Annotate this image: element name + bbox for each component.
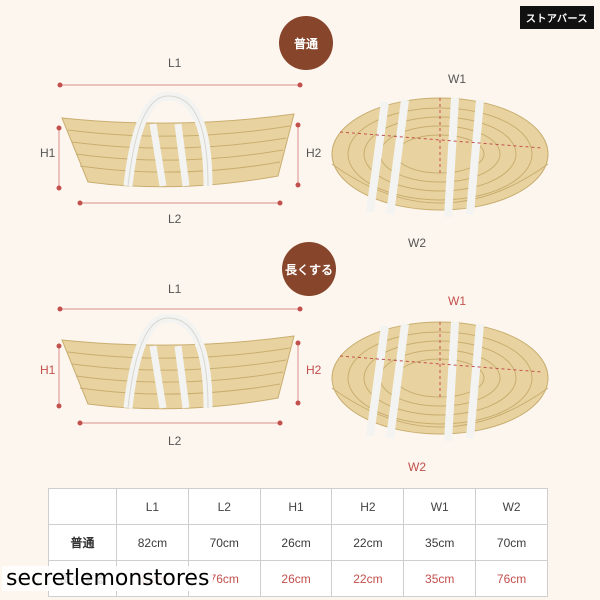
label-l1-normal: L1 (168, 56, 182, 70)
table-cell: 70cm (475, 524, 548, 561)
dim-line-h2-normal (295, 122, 301, 188)
dim-line-h1-long (56, 343, 62, 409)
label-l2-long: L2 (168, 434, 182, 448)
basket-top-image (331, 97, 549, 218)
table-header-cell: H1 (259, 488, 333, 525)
label-w2-normal: W2 (408, 236, 426, 250)
table-header-cell: W1 (403, 488, 477, 525)
dim-line-l2-long (77, 420, 283, 426)
label-l1-long: L1 (168, 282, 182, 296)
table-row: 普通 82cm 70cm 26cm 22cm 35cm 70cm (48, 524, 548, 561)
label-l2-normal: L2 (168, 212, 182, 226)
label-w2-long: W2 (408, 460, 426, 474)
dim-line-h2-long (295, 340, 301, 406)
table-header-cell: W2 (475, 488, 548, 525)
table-row-label: 普通 (48, 524, 117, 561)
table-cell: 26cm (259, 524, 333, 561)
table-cell: 22cm (331, 560, 405, 597)
table-cell: 82cm (116, 524, 189, 561)
basket-top-image-long (331, 321, 549, 442)
table-cell: 70cm (187, 524, 261, 561)
basket-side-image-long (61, 313, 295, 410)
label-h2-long: H2 (306, 363, 322, 377)
table-cell: 35cm (403, 524, 477, 561)
table-cell: 22cm (331, 524, 405, 561)
table-cell: 76cm (475, 560, 548, 597)
table-cell: 35cm (403, 560, 477, 597)
dim-line-h1-normal (56, 125, 62, 191)
dim-line-l1-normal (57, 82, 303, 88)
table-cell: 26cm (259, 560, 333, 597)
table-header-cell: H2 (331, 488, 405, 525)
table-header-cell (48, 488, 117, 525)
basket-side-image (61, 91, 295, 188)
table-header-cell: L1 (116, 488, 189, 525)
label-w1-normal: W1 (448, 72, 466, 86)
label-h2-normal: H2 (306, 146, 322, 160)
badge-normal: 普通 (279, 16, 333, 70)
label-w1-long: W1 (448, 294, 466, 308)
watermark-text: secretlemonstores (2, 566, 214, 591)
dim-line-l1-long (57, 306, 303, 312)
label-h1-long: H1 (40, 363, 56, 377)
label-h1-normal: H1 (40, 146, 56, 160)
table-header-cell: L2 (187, 488, 261, 525)
dim-line-l2-normal (77, 200, 283, 206)
table-header-row: L1 L2 H1 H2 W1 W2 (48, 488, 548, 525)
store-tag: ストアバース (519, 6, 594, 29)
badge-long: 長くする (282, 242, 336, 296)
